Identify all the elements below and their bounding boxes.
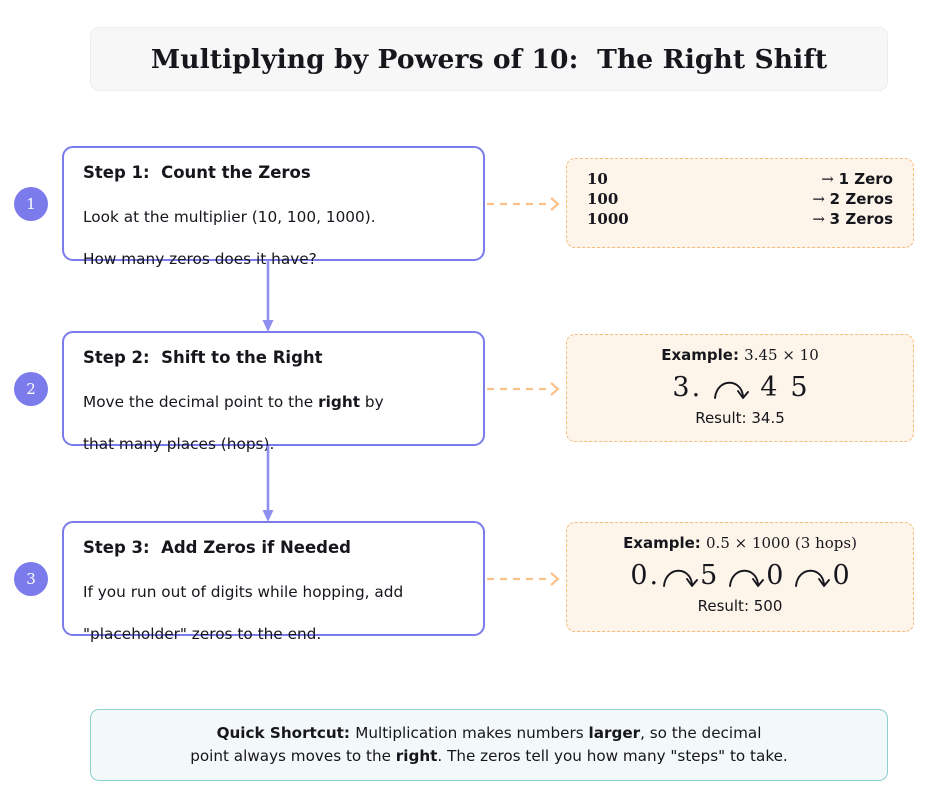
digit: 3 [672, 371, 690, 403]
result-3-value: 500 [753, 597, 783, 615]
step-3-body-line-1: If you run out of digits while hopping, … [83, 583, 404, 602]
step-box-3[interactable]: Step 3: Add Zeros if Needed If you run o… [62, 521, 485, 643]
zeros-row-label: 2 Zeros [829, 190, 893, 208]
shortcut-line-2: point always moves to the right. The zer… [190, 745, 788, 768]
decimal-hop-diagram-3: 0 . 5 0 0 [567, 554, 913, 596]
zeros-row: 1000 → 3 Zeros [587, 210, 893, 228]
shortcut-line-1-a: Multiplication makes numbers [355, 724, 589, 743]
zeros-reference-panel: 10 → 1 Zero 100 → 2 Zeros 1000 → 3 Zeros [566, 158, 914, 248]
right-arrow-icon: → [812, 210, 830, 228]
zeros-row-result: → 2 Zeros [812, 190, 893, 208]
hop-arc-icon [663, 569, 699, 587]
example-3-heading: Example: 0.5 × 1000 (3 hops) [567, 534, 913, 552]
example-3-result: Result: 500 [567, 597, 913, 615]
result-2-value: 34.5 [751, 409, 785, 427]
example-panel-three-hops: Example: 0.5 × 1000 (3 hops) 0 . 5 0 0 R… [566, 522, 914, 632]
step-badge-1-label: 1 [26, 195, 36, 213]
example-2-label: Example: [661, 346, 745, 364]
step-badge-2-label: 2 [26, 380, 36, 398]
step-1-body: Look at the multiplier (10, 100, 1000). … [83, 186, 483, 292]
step-2-body-line-1: Move the decimal point to the right by [83, 392, 483, 413]
zeros-row: 100 → 2 Zeros [587, 190, 893, 208]
step-2-title: Step 2: Shift to the Right [83, 348, 323, 367]
zeros-row-result: → 1 Zero [821, 170, 893, 188]
result-2-label: Result: [695, 409, 752, 427]
zeros-row-number: 100 [587, 190, 619, 208]
step-badge-3: 3 [14, 562, 48, 596]
shortcut-line-2-emphasis: right [395, 747, 438, 765]
digit: 0 [630, 559, 648, 591]
example-2-result: Result: 34.5 [567, 409, 913, 427]
step-badge-1: 1 [14, 187, 48, 221]
decimal-point: . [691, 371, 701, 403]
digit: 5 [700, 559, 718, 591]
shortcut-line-2-a: point always moves to the [190, 747, 396, 765]
shortcut-line-2-b: . The zeros tell you how many "steps" to… [437, 747, 788, 765]
decimal-hop-diagram-2: 3 . 4 5 [567, 366, 913, 408]
result-3-label: Result: [697, 597, 754, 615]
step-3-title: Step 3: Add Zeros if Needed [83, 538, 351, 557]
quick-shortcut-callout: Quick Shortcut: Multiplication makes num… [90, 709, 888, 781]
step-3-body-line-2: "placeholder" zeros to the end. [83, 625, 322, 644]
step-3-body: If you run out of digits while hopping, … [83, 561, 483, 667]
zeros-row-number: 1000 [587, 210, 629, 228]
flow-arrow-step2-to-step3 [262, 446, 274, 522]
step-badge-3-label: 3 [26, 570, 36, 588]
shortcut-line-1: Quick Shortcut: Multiplication makes num… [217, 722, 762, 745]
title-banner: Multiplying by Powers of 10: The Right S… [90, 27, 888, 91]
hop-arc-icon [729, 569, 765, 587]
digit: 0 [766, 559, 784, 591]
shortcut-line-1-emphasis: larger [588, 724, 641, 743]
step-box-2[interactable]: Step 2: Shift to the Right Move the deci… [62, 331, 485, 453]
flow-arrow-step1-to-step2 [262, 260, 274, 332]
step-2-body: Move the decimal point to the right by t… [83, 371, 483, 477]
zeros-row-label: 3 Zeros [829, 210, 893, 228]
step-badge-2: 2 [14, 372, 48, 406]
example-3-value: 0.5 × 1000 (3 hops) [706, 534, 857, 552]
step-2-body-emphasis: right [318, 393, 361, 412]
example-2-heading: Example: 3.45 × 10 [567, 346, 913, 364]
right-arrow-icon: → [821, 170, 839, 188]
step-box-1[interactable]: Step 1: Count the Zeros Look at the mult… [62, 146, 485, 268]
right-arrow-icon: → [812, 190, 830, 208]
shortcut-line-1-b: , so the decimal [640, 724, 762, 743]
decimal-point: . [649, 559, 659, 591]
step-row-3: 3 Step 3: Add Zeros if Needed If you run… [0, 521, 931, 643]
step-row-1: 1 Step 1: Count the Zeros Look at the mu… [0, 146, 931, 268]
connector-arrow-2 [487, 382, 560, 396]
example-panel-one-hop: Example: 3.45 × 10 3 . 4 5 Result: 34.5 [566, 334, 914, 442]
hop-arc-icon [795, 569, 831, 587]
connector-arrow-1 [487, 197, 560, 211]
step-1-body-line-2: How many zeros does it have? [83, 250, 317, 269]
step-row-2: 2 Step 2: Shift to the Right Move the de… [0, 331, 931, 453]
step-2-body-pre: Move the decimal point to the [83, 393, 319, 412]
hop-arc-icon [714, 381, 750, 399]
digit: 5 [790, 371, 808, 403]
example-2-value: 3.45 × 10 [744, 346, 819, 364]
zeros-row-number: 10 [587, 170, 608, 188]
zeros-row: 10 → 1 Zero [587, 170, 893, 188]
page-title: Multiplying by Powers of 10: The Right S… [150, 43, 828, 75]
connector-arrow-3 [487, 572, 560, 586]
example-3-label: Example: [623, 534, 707, 552]
zeros-row-result: → 3 Zeros [812, 210, 893, 228]
digit: 0 [832, 559, 850, 591]
digit: 4 [760, 371, 778, 403]
step-1-body-line-1: Look at the multiplier (10, 100, 1000). [83, 208, 376, 227]
step-1-title: Step 1: Count the Zeros [83, 163, 311, 182]
step-2-body-post: by [360, 393, 384, 412]
shortcut-lead-label: Quick Shortcut: [216, 724, 356, 743]
zeros-row-label: 1 Zero [838, 170, 893, 188]
step-2-body-line-2: that many places (hops). [83, 435, 275, 454]
